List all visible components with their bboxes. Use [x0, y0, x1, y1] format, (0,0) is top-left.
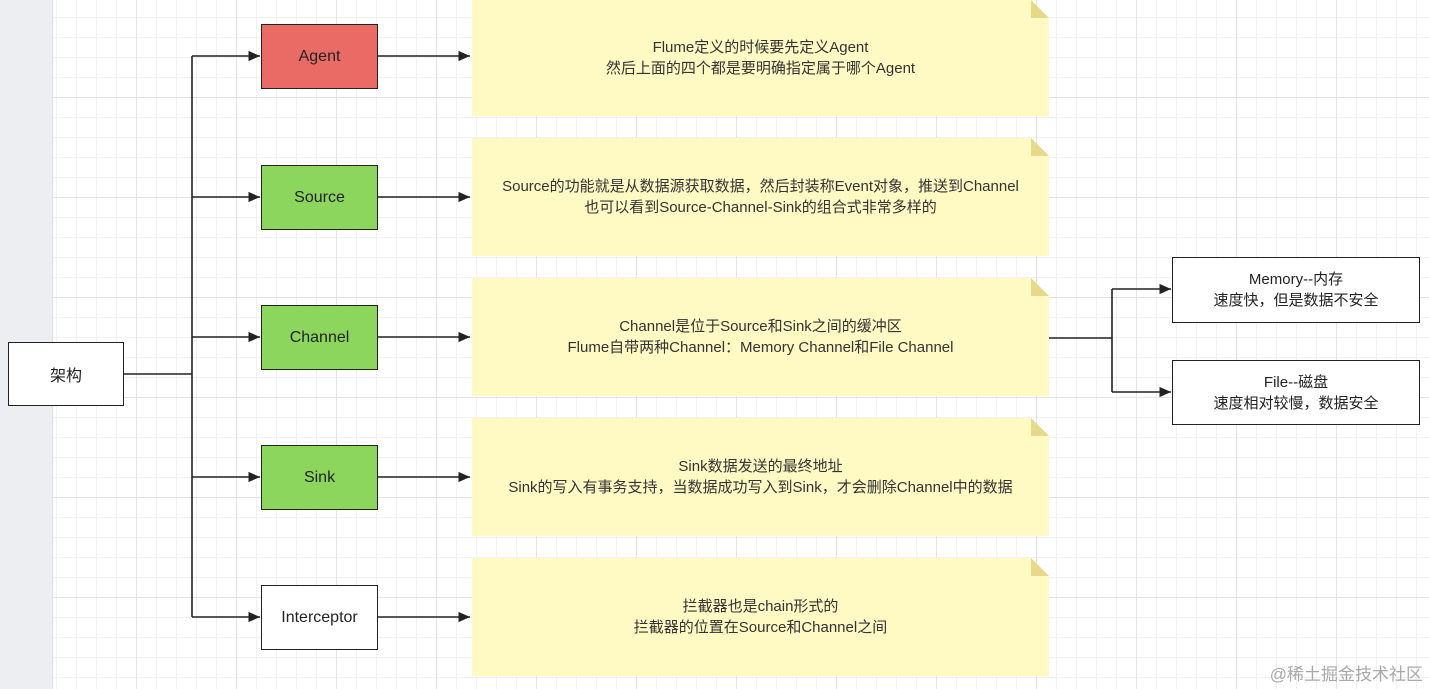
- channel-label: Channel: [289, 328, 350, 346]
- agent-note-line1: Flume定义的时候要先定义Agent: [652, 39, 869, 56]
- interceptor-note[interactable]: 拦截器也是chain形式的 拦截器的位置在Source和Channel之间: [472, 558, 1049, 676]
- sink-note-line1: Sink数据发送的最终地址: [678, 458, 843, 475]
- file-line2: 速度相对较慢，数据安全: [1213, 394, 1379, 412]
- file-channel-node[interactable]: File--磁盘 速度相对较慢，数据安全: [1172, 360, 1420, 425]
- source-note-line2: 也可以看到Source-Channel-Sink的组合式非常多样的: [584, 199, 937, 216]
- edge-root-trunk: [123, 56, 193, 617]
- interceptor-node[interactable]: Interceptor: [261, 585, 378, 650]
- channel-note[interactable]: Channel是位于Source和Sink之间的缓冲区 Flume自带两种Cha…: [472, 278, 1049, 396]
- memory-line2: 速度快，但是数据不安全: [1213, 292, 1379, 309]
- file-line1: File--磁盘: [1263, 373, 1329, 391]
- memory-line1: Memory--内存: [1248, 271, 1344, 288]
- channel-note-line2: Flume自带两种Channel：Memory Channel和File Cha…: [567, 339, 954, 356]
- sink-note[interactable]: Sink数据发送的最终地址 Sink的写入有事务支持，当数据成功写入到Sink，…: [472, 418, 1049, 536]
- source-label: Source: [294, 188, 345, 206]
- sink-note-line2: Sink的写入有事务支持，当数据成功写入到Sink，才会删除Channel中的数…: [508, 479, 1013, 496]
- agent-note-line2: 然后上面的四个都是要明确指定属于哪个Agent: [605, 60, 916, 77]
- edge-channel-split: [1048, 289, 1113, 392]
- interceptor-note-line2: 拦截器的位置在Source和Channel之间: [633, 619, 888, 636]
- interceptor-note-line1: 拦截器也是chain形式的: [682, 598, 839, 615]
- sink-node[interactable]: Sink: [261, 445, 378, 510]
- agent-note[interactable]: Flume定义的时候要先定义Agent 然后上面的四个都是要明确指定属于哪个Ag…: [472, 0, 1049, 116]
- watermark: @稀土掘金技术社区: [1269, 665, 1423, 684]
- agent-node[interactable]: Agent: [261, 24, 378, 89]
- memory-channel-node[interactable]: Memory--内存 速度快，但是数据不安全: [1172, 257, 1420, 323]
- root-label: 架构: [49, 368, 82, 385]
- sink-label: Sink: [303, 468, 336, 486]
- channel-node[interactable]: Channel: [261, 305, 378, 370]
- source-note-line1: Source的功能就是从数据源获取数据，然后封装称Event对象，推送到Chan…: [502, 178, 1019, 195]
- interceptor-label: Interceptor: [281, 608, 358, 626]
- source-node[interactable]: Source: [261, 165, 378, 230]
- source-note[interactable]: Source的功能就是从数据源获取数据，然后封装称Event对象，推送到Chan…: [472, 138, 1049, 256]
- root-node[interactable]: 架构: [8, 342, 124, 406]
- channel-note-line1: Channel是位于Source和Sink之间的缓冲区: [619, 318, 902, 335]
- agent-label: Agent: [298, 47, 341, 65]
